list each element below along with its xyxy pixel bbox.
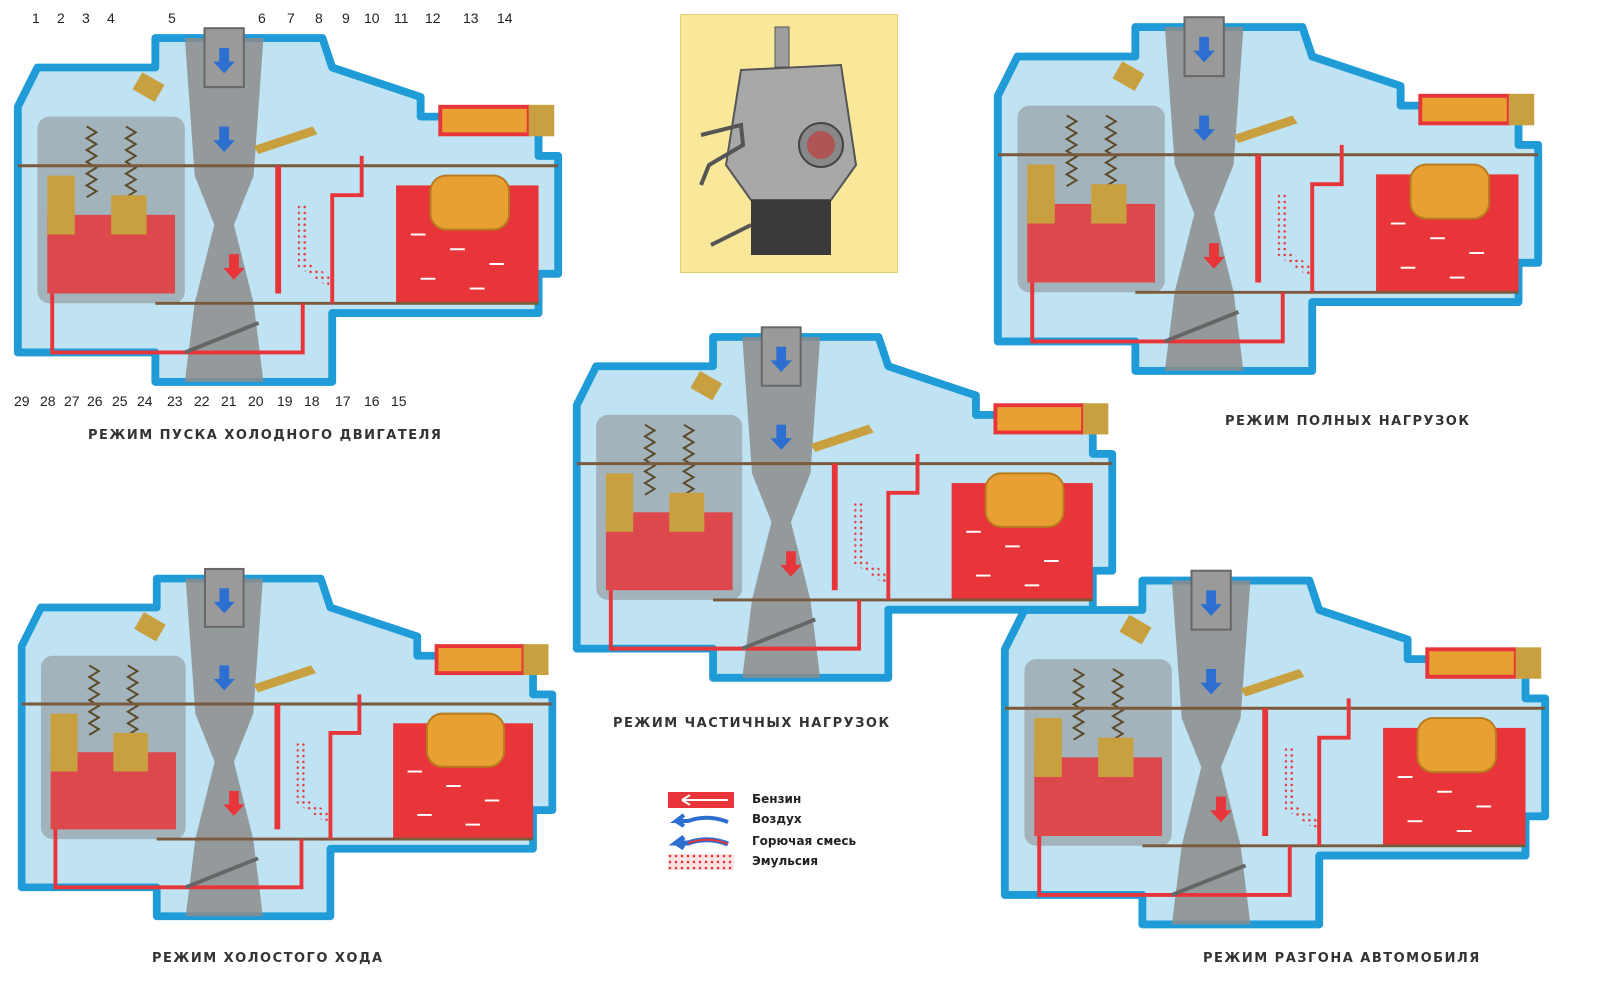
callout-27: 27 — [64, 393, 80, 409]
legend-item-mixture: Горючая смесь — [668, 832, 928, 852]
callout-12: 12 — [425, 10, 441, 26]
legend-label-air: Воздух — [752, 812, 802, 826]
caption-full-load: РЕЖИМ ПОЛНЫХ НАГРУЗОК — [1225, 414, 1471, 429]
legend-label-mixture: Горючая смесь — [752, 834, 857, 848]
carburetor-photo — [680, 14, 898, 273]
caption-idle: РЕЖИМ ХОЛОСТОГО ХОДА — [152, 951, 384, 966]
callout-5: 5 — [168, 10, 176, 26]
caption-acceleration: РЕЖИМ РАЗГОНА АВТОМОБИЛЯ — [1203, 951, 1481, 966]
callout-14: 14 — [497, 10, 513, 26]
callout-25: 25 — [112, 393, 128, 409]
legend-label-emulsion: Эмульсия — [752, 854, 819, 868]
callout-19: 19 — [277, 393, 293, 409]
callout-3: 3 — [82, 10, 90, 26]
callout-10: 10 — [364, 10, 380, 26]
callout-28: 28 — [40, 393, 56, 409]
legend-label-fuel: Бензин — [752, 792, 802, 806]
callout-4: 4 — [107, 10, 115, 26]
diagram-acceleration — [995, 565, 1555, 935]
blue-arrow-air-icon — [668, 812, 734, 828]
diagram-cold-start — [8, 25, 568, 390]
callout-1: 1 — [32, 10, 40, 26]
callout-21: 21 — [221, 393, 237, 409]
callout-23: 23 — [167, 393, 183, 409]
callout-15: 15 — [391, 393, 407, 409]
callout-2: 2 — [57, 10, 65, 26]
callout-6: 6 — [258, 10, 266, 26]
diagram-idle — [12, 555, 562, 935]
callout-8: 8 — [315, 10, 323, 26]
legend-item-emulsion: Эмульсия — [668, 852, 928, 872]
callout-9: 9 — [342, 10, 350, 26]
callout-29: 29 — [14, 393, 30, 409]
red-arrow-fuel-icon — [668, 792, 734, 808]
legend-item-fuel: Бензин — [668, 790, 928, 810]
caption-partial-load: РЕЖИМ ЧАСТИЧНЫХ НАГРУЗОК — [613, 716, 891, 731]
legend-item-air: Воздух — [668, 810, 928, 830]
callout-17: 17 — [335, 393, 351, 409]
callout-16: 16 — [364, 393, 380, 409]
caption-cold-start: РЕЖИМ ПУСКА ХОЛОДНОГО ДВИГАТЕЛЯ — [88, 428, 443, 443]
callout-11: 11 — [394, 10, 409, 26]
callout-7: 7 — [287, 10, 295, 26]
blue-red-arrow-mixture-icon — [668, 834, 734, 851]
dotted-emulsion-icon — [668, 854, 734, 870]
callout-20: 20 — [248, 393, 264, 409]
callout-22: 22 — [194, 393, 210, 409]
callout-26: 26 — [87, 393, 103, 409]
callout-13: 13 — [463, 10, 479, 26]
callout-24: 24 — [137, 393, 153, 409]
callout-18: 18 — [304, 393, 320, 409]
